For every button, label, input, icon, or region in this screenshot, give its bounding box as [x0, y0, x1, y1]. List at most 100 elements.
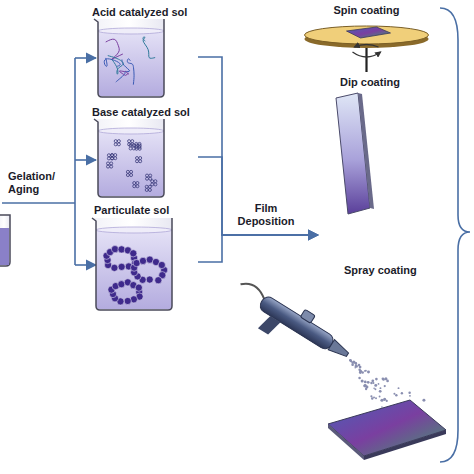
cluster-dot	[117, 143, 120, 146]
cluster-dot	[107, 165, 110, 168]
cluster-dot	[110, 162, 113, 165]
cluster-dot	[148, 188, 151, 191]
cluster-dot	[114, 157, 117, 160]
particle-bead	[158, 261, 165, 268]
mist-dot	[355, 362, 357, 364]
cluster-dot	[148, 185, 151, 188]
mist-dot	[365, 388, 367, 390]
branch-arrow	[75, 264, 96, 266]
cluster-dot	[111, 154, 114, 157]
cluster-dot	[136, 185, 139, 188]
particle-bead	[118, 281, 125, 288]
beaker-node: Acid catalyzed sol	[88, 2, 198, 102]
cluster-dot	[107, 157, 110, 160]
node-heading: Acid catalyzed sol	[92, 6, 187, 19]
mist-dot	[386, 400, 388, 402]
gelation-line	[2, 202, 75, 204]
flow-connector	[198, 157, 318, 235]
cluster-dot	[114, 154, 117, 157]
gun-trigger	[300, 309, 315, 323]
mist-dot	[355, 364, 357, 366]
cluster-dot	[128, 140, 131, 143]
substrate-edge	[364, 430, 446, 460]
mist-dot	[408, 392, 410, 394]
shape-art	[88, 200, 198, 315]
mist-dot	[373, 396, 375, 398]
mist-dot	[367, 381, 370, 384]
cut-beaker-liquid	[0, 228, 9, 265]
cluster-dot	[117, 140, 120, 143]
cluster-dot	[107, 162, 110, 165]
mist-dot	[373, 388, 375, 390]
cluster-dot	[135, 146, 138, 149]
mist-dot	[355, 365, 358, 368]
cluster-dot	[131, 143, 134, 146]
dip-slide-edge	[358, 93, 374, 209]
beaker-outline	[92, 218, 172, 310]
cluster-dot	[111, 157, 114, 160]
mist-dot	[378, 383, 380, 385]
cluster-dot	[154, 183, 157, 186]
mist-dot	[380, 399, 383, 402]
branch-line	[74, 58, 76, 265]
mist-dot	[365, 370, 367, 372]
mist-dot	[351, 364, 353, 366]
mist-dot	[382, 377, 385, 380]
beaker-outline	[94, 119, 164, 197]
cluster-dot	[136, 160, 139, 163]
method-node: Spin coating	[298, 0, 435, 72]
cluster-dot	[136, 182, 139, 185]
mist-dot	[358, 377, 361, 380]
substrate-edge	[328, 424, 364, 460]
polymer-chain	[143, 37, 155, 58]
cluster-dot	[107, 154, 110, 157]
particle-bead	[118, 246, 125, 253]
mist-dot	[364, 370, 366, 372]
mist-dot	[367, 371, 370, 374]
mist-dot	[349, 359, 351, 361]
mist-dot	[395, 394, 397, 396]
beaker-glass	[92, 218, 172, 310]
cluster-dot	[145, 188, 148, 191]
mist-dot	[398, 387, 400, 389]
shape-art	[318, 72, 428, 242]
cluster-dot	[149, 174, 152, 177]
gun-handle	[258, 314, 281, 337]
cluster-dot	[114, 140, 117, 143]
cluster-dot	[133, 182, 136, 185]
beaker-node: Base catalyzed sol	[88, 102, 198, 200]
node-heading: Particulate sol	[94, 204, 169, 217]
branch-arrow	[75, 57, 96, 59]
mist-dot	[358, 364, 361, 367]
flow-connector	[198, 235, 318, 262]
cluster-dot	[145, 185, 148, 188]
cluster-dot	[130, 174, 133, 177]
particle-bead	[118, 263, 125, 270]
mist-dot	[393, 393, 395, 395]
mist-dot	[370, 382, 372, 384]
spray-gun	[226, 273, 356, 376]
mist-dot	[372, 382, 374, 384]
cluster-dot	[146, 174, 149, 177]
particle-bead	[111, 246, 118, 253]
cut-beaker	[0, 215, 10, 266]
cluster-dot	[138, 142, 141, 145]
cluster-dot	[126, 174, 129, 177]
spin-disc	[305, 26, 429, 44]
cluster-dot	[111, 157, 114, 160]
sol-liquid	[96, 230, 172, 309]
mist-dot	[401, 392, 403, 394]
mist-dot	[352, 360, 355, 363]
rotation-arrow	[353, 52, 381, 57]
mist-dot	[379, 390, 382, 393]
cluster-dot	[110, 165, 113, 168]
cluster-dot	[154, 180, 157, 183]
mist-dot	[370, 395, 372, 397]
mist-dot	[380, 387, 382, 389]
mist-dot	[409, 395, 411, 397]
mist-dot	[363, 384, 366, 387]
beaker-outline	[94, 19, 164, 97]
